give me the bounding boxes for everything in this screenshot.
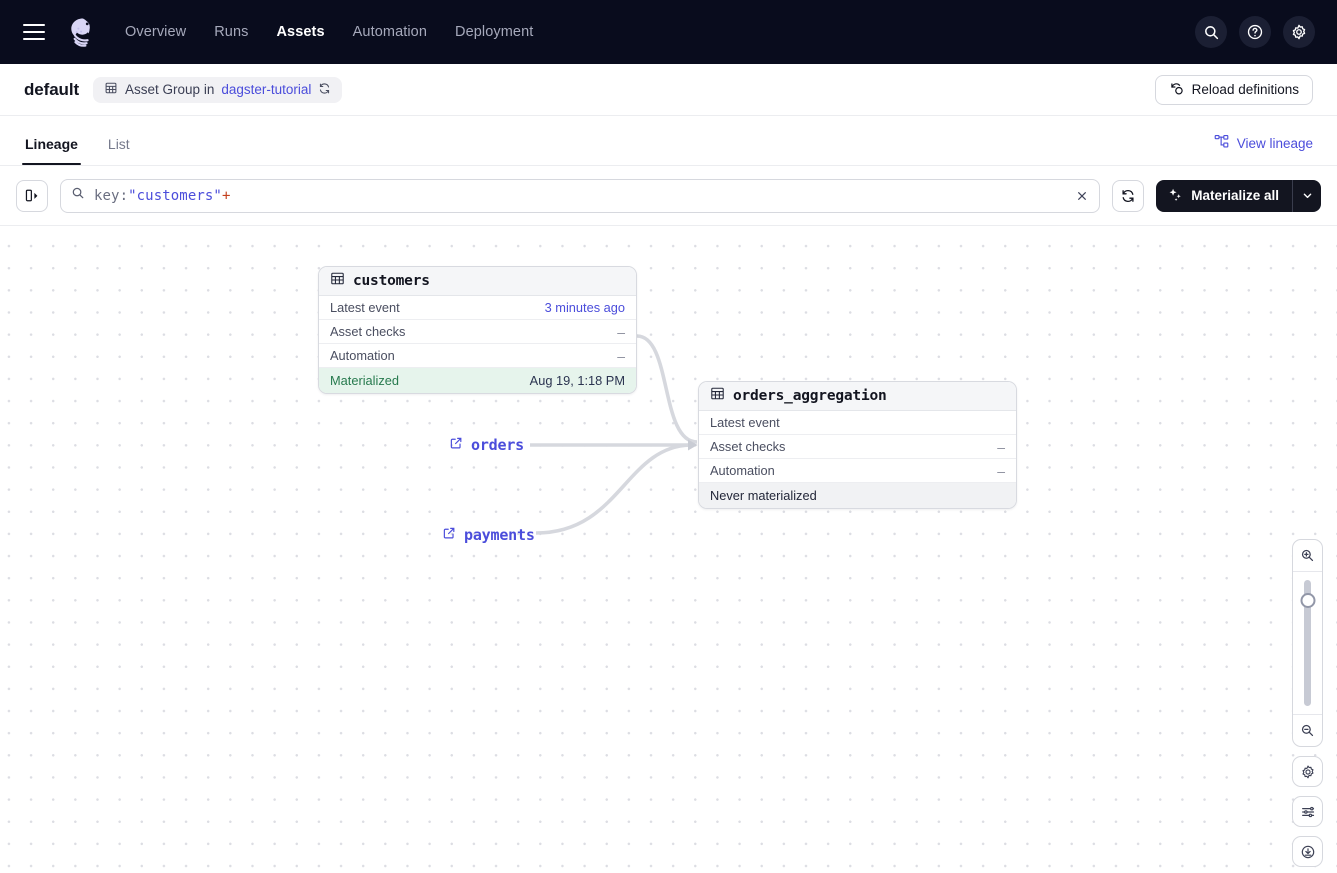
row-label: Automation bbox=[330, 348, 395, 363]
zoom-in-icon[interactable] bbox=[1293, 540, 1322, 571]
graph-edges bbox=[530, 334, 698, 535]
external-link-icon bbox=[449, 436, 463, 454]
status-label: Materialized bbox=[330, 373, 399, 388]
status-label: Never materialized bbox=[710, 488, 817, 503]
asset-node-status-never-materialized: Never materialized bbox=[699, 483, 1016, 508]
query-plus-token: + bbox=[221, 187, 231, 204]
settings-gear-icon[interactable] bbox=[1283, 16, 1315, 48]
asset-node-row-asset-checks: Asset checks – bbox=[319, 320, 636, 344]
asset-node-orders-aggregation[interactable]: orders_aggregation Latest event Asset ch… bbox=[698, 381, 1017, 509]
row-label: Latest event bbox=[710, 415, 780, 430]
reload-icon[interactable] bbox=[318, 82, 331, 98]
zoom-slider-track bbox=[1304, 580, 1311, 706]
refresh-icon[interactable] bbox=[1112, 179, 1145, 212]
graph-zoom-controls bbox=[1292, 539, 1323, 867]
nav-link-automation[interactable]: Automation bbox=[352, 24, 428, 40]
asset-node-row-asset-checks: Asset checks – bbox=[699, 435, 1016, 459]
external-asset-label: orders bbox=[471, 436, 524, 454]
nav-action-buttons bbox=[1195, 16, 1319, 48]
external-asset-orders[interactable]: orders bbox=[449, 436, 524, 454]
external-link-icon bbox=[442, 526, 456, 544]
row-value: – bbox=[997, 462, 1005, 479]
lineage-graph-icon bbox=[1214, 134, 1229, 152]
tab-list[interactable]: List bbox=[107, 136, 130, 152]
view-lineage-label: View lineage bbox=[1236, 135, 1313, 151]
help-icon[interactable] bbox=[1239, 16, 1271, 48]
row-label: Automation bbox=[710, 463, 775, 478]
row-value[interactable]: 3 minutes ago bbox=[544, 300, 625, 315]
row-value: – bbox=[997, 438, 1005, 455]
asset-node-header: orders_aggregation bbox=[699, 382, 1016, 411]
zoom-out-icon[interactable] bbox=[1293, 715, 1322, 746]
zoom-divider bbox=[1293, 571, 1322, 572]
reload-definitions-icon bbox=[1169, 81, 1184, 99]
asset-node-header: customers bbox=[319, 267, 636, 296]
asset-node-title: customers bbox=[353, 273, 430, 289]
zoom-slider[interactable] bbox=[1293, 572, 1322, 714]
sparkle-icon bbox=[1168, 187, 1183, 205]
search-query-value: key:"customers"+ bbox=[94, 188, 230, 204]
zoom-divider bbox=[1293, 714, 1322, 715]
page-header: default Asset Group in dagster-tutorial … bbox=[0, 64, 1337, 116]
view-lineage-link[interactable]: View lineage bbox=[1214, 134, 1313, 165]
zoom-slider-handle[interactable] bbox=[1300, 593, 1315, 608]
asset-node-row-automation: Automation – bbox=[319, 344, 636, 368]
status-timestamp: Aug 19, 1:18 PM bbox=[529, 373, 625, 388]
zoom-control-box bbox=[1292, 539, 1323, 747]
asset-group-icon bbox=[104, 81, 118, 98]
row-value: – bbox=[617, 323, 625, 340]
table-asset-icon bbox=[710, 386, 725, 406]
asset-node-row-latest-event: Latest event 3 minutes ago bbox=[319, 296, 636, 320]
page-title: default bbox=[24, 79, 80, 99]
materialize-divider bbox=[1292, 179, 1293, 212]
row-value: – bbox=[617, 347, 625, 364]
nav-link-deployment[interactable]: Deployment bbox=[455, 24, 534, 40]
search-input[interactable]: key:"customers"+ bbox=[60, 178, 1101, 213]
row-label: Latest event bbox=[330, 300, 400, 315]
table-asset-icon bbox=[330, 271, 345, 291]
primary-nav-links: Overview Runs Assets Automation Deployme… bbox=[125, 24, 533, 40]
nav-link-runs[interactable]: Runs bbox=[214, 24, 249, 40]
asset-node-title: orders_aggregation bbox=[733, 388, 887, 404]
download-graph-icon[interactable] bbox=[1292, 836, 1323, 867]
materialize-all-button[interactable]: Materialize all bbox=[1156, 179, 1321, 212]
reload-definitions-label: Reload definitions bbox=[1191, 82, 1299, 97]
nav-link-overview[interactable]: Overview bbox=[125, 24, 187, 40]
view-tabs-bar: Lineage List View lineage bbox=[0, 116, 1337, 166]
asset-node-customers[interactable]: customers Latest event 3 minutes ago Ass… bbox=[318, 266, 637, 394]
asset-group-tag[interactable]: Asset Group in dagster-tutorial bbox=[93, 76, 343, 103]
graph-settings-gear-icon[interactable] bbox=[1292, 756, 1323, 787]
materialize-all-main[interactable]: Materialize all bbox=[1156, 180, 1292, 212]
top-navigation-bar: Overview Runs Assets Automation Deployme… bbox=[0, 0, 1337, 64]
asset-group-repository-link[interactable]: dagster-tutorial bbox=[221, 82, 312, 97]
external-asset-label: payments bbox=[464, 526, 535, 544]
panel-expand-icon[interactable] bbox=[16, 179, 48, 212]
tab-lineage[interactable]: Lineage bbox=[22, 136, 81, 165]
chevron-down-icon[interactable] bbox=[1293, 180, 1321, 212]
asset-node-row-automation: Automation – bbox=[699, 459, 1016, 483]
materialize-all-label: Materialize all bbox=[1191, 188, 1279, 203]
graph-toolbar: key:"customers"+ Materialize all bbox=[0, 166, 1337, 226]
dagster-logo[interactable] bbox=[61, 12, 101, 52]
hamburger-menu-icon[interactable] bbox=[23, 24, 45, 40]
asset-lineage-graph[interactable]: customers Latest event 3 minutes ago Ass… bbox=[0, 226, 1337, 873]
row-label: Asset checks bbox=[330, 324, 406, 339]
search-icon[interactable] bbox=[1195, 16, 1227, 48]
external-asset-payments[interactable]: payments bbox=[442, 526, 535, 544]
search-icon bbox=[71, 186, 85, 205]
graph-filters-icon[interactable] bbox=[1292, 796, 1323, 827]
asset-node-status-materialized: Materialized Aug 19, 1:18 PM bbox=[319, 368, 636, 393]
nav-link-assets[interactable]: Assets bbox=[276, 24, 325, 40]
row-label: Asset checks bbox=[710, 439, 786, 454]
asset-group-prefix: Asset Group in bbox=[125, 82, 215, 97]
asset-node-row-latest-event: Latest event bbox=[699, 411, 1016, 435]
query-key-token: key: bbox=[94, 187, 129, 204]
close-x-icon[interactable] bbox=[1075, 189, 1089, 203]
query-string-token: "customers" bbox=[128, 187, 222, 204]
reload-definitions-button[interactable]: Reload definitions bbox=[1154, 74, 1313, 105]
